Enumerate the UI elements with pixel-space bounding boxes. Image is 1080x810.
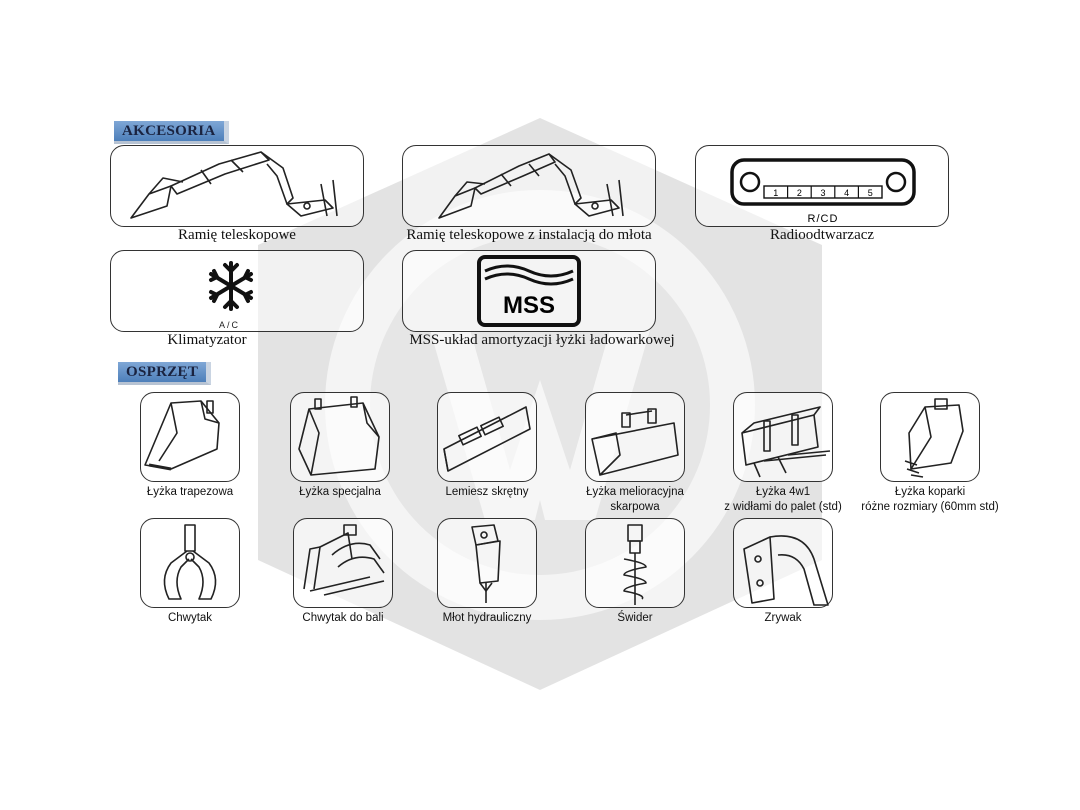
trapezoid-bucket-icon — [144, 400, 220, 471]
ripper-icon — [743, 535, 829, 606]
radio-button-4: 4 — [844, 188, 849, 198]
radio-button-3: 3 — [820, 188, 825, 198]
telescopic-arm-caption: Ramię teleskopowe — [178, 227, 296, 243]
hydraulic-hammer-caption: Młot hydrauliczny — [442, 612, 532, 624]
radio-card: 1 2 3 4 5 R/CD — [695, 145, 949, 227]
grapple-caption: Chwytak — [167, 612, 213, 624]
bale-grapple-card — [293, 518, 393, 608]
hydraulic-hammer-card — [437, 518, 537, 608]
excavator-bucket-card — [880, 392, 980, 482]
telescopic-arm-hammer-icon — [438, 153, 624, 219]
grapple-icon — [163, 524, 217, 600]
ditch-bucket-icon — [591, 408, 679, 476]
ripper-caption: Zrywak — [764, 612, 802, 624]
air-conditioning-caption: Klimatyzator — [167, 332, 247, 348]
radio-caption: Radioodtwarzacz — [769, 227, 875, 243]
snowflake-icon — [209, 261, 253, 311]
trapezoid-bucket-caption: Łyżka trapezowa — [146, 486, 234, 498]
telescopic-arm-card — [110, 145, 364, 227]
excavator-bucket-icon — [904, 398, 964, 478]
bale-grapple-caption: Chwytak do bali — [302, 612, 384, 624]
auger-caption: Świder — [617, 612, 653, 624]
air-conditioning-card: A/C — [110, 250, 364, 332]
telescopic-arm-hammer-caption: Ramię teleskopowe z instalacją do młota — [406, 227, 652, 243]
grapple-card — [140, 518, 240, 608]
radio-button-1: 1 — [773, 188, 778, 198]
special-bucket-card — [290, 392, 390, 482]
mss-logo-icon: MSS — [477, 255, 581, 327]
radio-device-label: R/CD — [808, 213, 839, 225]
osprzet-title: OSPRZĘT — [118, 362, 212, 385]
four-in-one-bucket-card — [733, 392, 833, 482]
hydraulic-hammer-icon — [471, 524, 501, 603]
four-in-one-bucket-icon — [741, 406, 831, 478]
radio-button-2: 2 — [797, 188, 802, 198]
auger-icon — [623, 524, 647, 605]
bale-grapple-icon — [303, 524, 385, 596]
auger-card — [585, 518, 685, 608]
four-in-one-bucket-caption: Łyżka 4w1 z widłami do palet (std) — [724, 486, 842, 513]
radio-button-5: 5 — [868, 188, 873, 198]
ditch-bucket-card — [585, 392, 685, 482]
accesoria-title: AKCESORIA — [114, 121, 229, 144]
mss-caption: MSS-układ amortyzacji łyżki ładowarkowej — [409, 332, 675, 348]
trapezoid-bucket-card — [140, 392, 240, 482]
angle-blade-icon — [443, 406, 531, 472]
radio-icon: 1 2 3 4 5 R/CD — [730, 158, 916, 225]
mss-logo-text: MSS — [503, 292, 555, 319]
mss-card: MSS — [402, 250, 656, 332]
telescopic-arm-icon — [130, 151, 338, 219]
angle-blade-card — [437, 392, 537, 482]
ripper-card — [733, 518, 833, 608]
special-bucket-caption: Łyżka specjalna — [299, 486, 381, 498]
excavator-bucket-caption: Łyżka koparki różne rozmiary (60mm std) — [861, 486, 999, 513]
telescopic-arm-hammer-card — [402, 145, 656, 227]
ditch-bucket-caption: Łyżka melioracyjna skarpowa — [586, 486, 684, 513]
special-bucket-icon — [298, 396, 380, 476]
ac-icon-label: A/C — [219, 320, 241, 330]
angle-blade-caption: Lemiesz skrętny — [445, 486, 529, 498]
